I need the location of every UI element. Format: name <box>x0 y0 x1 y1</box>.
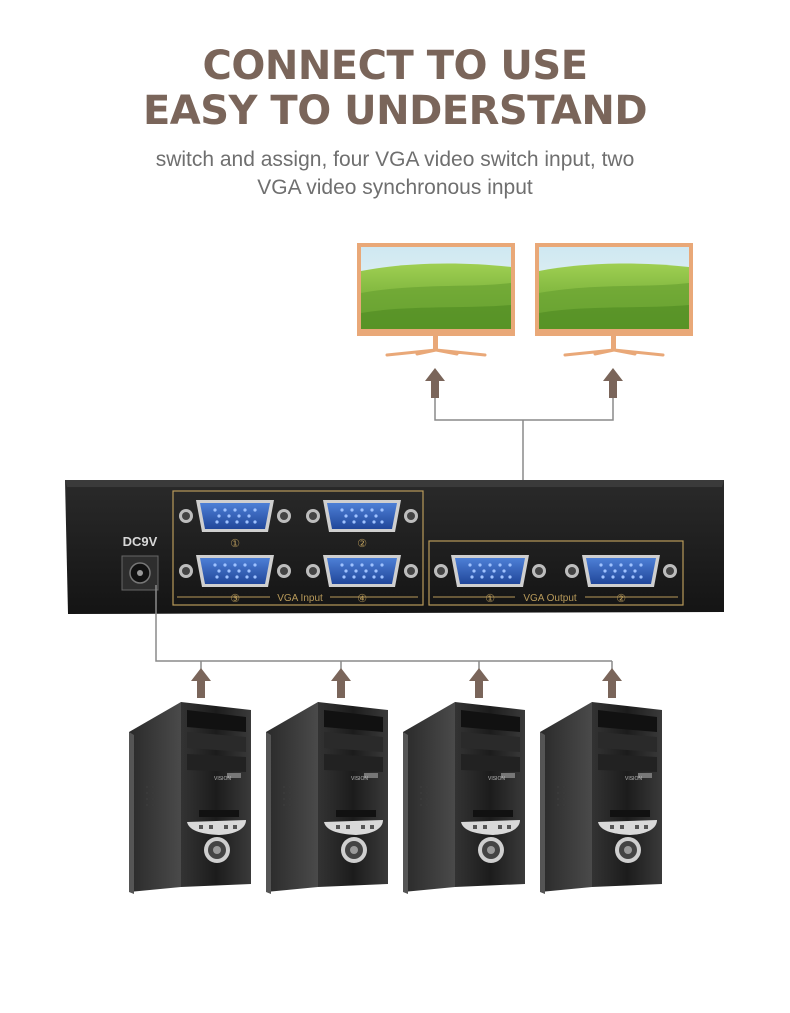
input-port-number: ③ <box>230 592 240 605</box>
computer-4 <box>540 702 662 894</box>
computer-brand-label: VISION <box>625 776 642 782</box>
headline: CONNECT TO USE EASY TO UNDERSTAND <box>0 44 790 134</box>
vga-switch-device: DC9V VGA Input ① ② ③ ④ VGA Output ① ② <box>65 480 724 614</box>
output-connector <box>434 398 614 488</box>
subtitle-line-2: VGA video synchronous input <box>257 176 533 199</box>
computer-1 <box>129 702 251 894</box>
input-panel <box>172 490 424 606</box>
monitor-1 <box>355 241 517 357</box>
computer-brand-label: VISION <box>214 776 231 782</box>
arrow-up-icon <box>425 368 445 398</box>
arrow-up-icon <box>602 668 622 698</box>
input-port-number: ④ <box>357 592 367 605</box>
computer-2 <box>266 702 388 894</box>
output-port-number: ① <box>485 592 495 605</box>
headline-line-2: EASY TO UNDERSTAND <box>142 88 648 134</box>
output-group-label: VGA Output <box>523 593 577 604</box>
computer-brand-label: VISION <box>488 776 505 782</box>
arrow-up-icon <box>331 668 351 698</box>
input-port-number: ② <box>357 537 367 550</box>
computer-brand-label: VISION <box>351 776 368 782</box>
input-port-number: ① <box>230 537 240 550</box>
subtitle: switch and assign, four VGA video switch… <box>95 146 695 202</box>
subtitle-line-1: switch and assign, four VGA video switch… <box>155 148 635 171</box>
arrow-up-icon <box>191 668 211 698</box>
arrow-up-icon <box>469 668 489 698</box>
monitor-2 <box>533 241 695 357</box>
input-group-label: VGA Input <box>277 593 323 604</box>
output-panel <box>428 540 684 606</box>
headline-line-1: CONNECT TO USE <box>202 43 588 89</box>
power-label: DC9V <box>123 534 158 549</box>
arrow-up-icon <box>603 368 623 398</box>
computer-3 <box>403 702 525 894</box>
output-port-number: ② <box>616 592 626 605</box>
